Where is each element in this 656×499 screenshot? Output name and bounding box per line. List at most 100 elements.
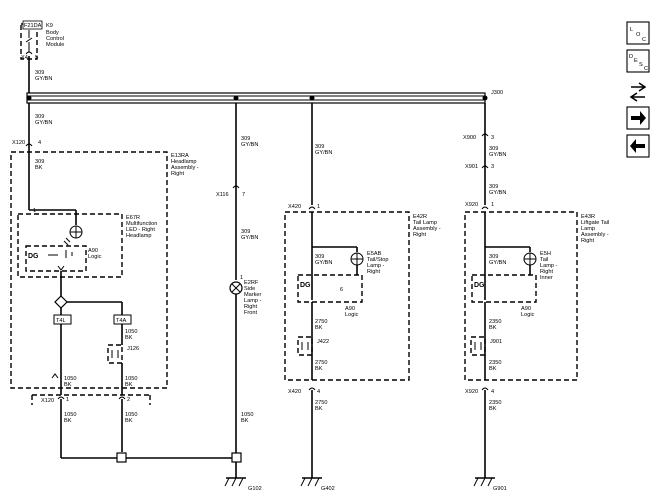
logic-glyph: DG xyxy=(300,282,311,289)
module-ref: K9 xyxy=(46,23,53,29)
wire-label: 309 xyxy=(315,144,324,150)
logic-label: Logic xyxy=(345,312,359,318)
lamp-ref: E2RF xyxy=(244,280,259,286)
assembly-name: Right xyxy=(581,238,595,244)
pin-label: 3 xyxy=(491,135,494,141)
lamp-name: Right xyxy=(540,269,554,275)
desc-letter: D xyxy=(629,54,633,60)
connector-label: X120 xyxy=(12,140,25,146)
terminal-label: T4L xyxy=(56,318,66,324)
module-connector: X4 xyxy=(21,55,28,61)
wire-label: 2750 xyxy=(315,319,327,325)
led-ref: E67R xyxy=(126,215,140,221)
wire-label: 2350 xyxy=(489,319,501,325)
desc-letter: E xyxy=(634,58,638,64)
lamp-name: Tail xyxy=(540,257,548,263)
wire-color: BK xyxy=(315,406,323,412)
assembly-name: Lamp xyxy=(581,226,595,232)
desc-letter: C xyxy=(644,66,648,72)
wire-color: GY/BN xyxy=(241,235,258,241)
lamp-ref: E5AB xyxy=(367,251,382,257)
loc-letter: O xyxy=(636,32,641,38)
lamp-name: Inner xyxy=(540,275,553,281)
pin-label: 2 xyxy=(127,397,130,403)
logic-label: Logic xyxy=(521,312,535,318)
connector-label: X120 xyxy=(41,398,54,404)
assembly-name: Headlamp xyxy=(171,159,197,165)
terminal-label: T4A xyxy=(116,318,127,324)
arrow-right-icon[interactable] xyxy=(626,106,650,130)
jumper-label: J422 xyxy=(317,339,329,345)
tail-lamp-assembly: E42R Tail Lamp Assembly - Right 309 GY/B… xyxy=(284,211,441,381)
module-pin: 5 xyxy=(35,55,38,61)
wire-color: BK xyxy=(241,418,249,424)
wire-color: GY/BN xyxy=(489,152,506,158)
connector-label: X900 xyxy=(463,135,476,141)
wire-label: 2350 xyxy=(489,360,501,366)
desc-letter: S xyxy=(639,62,643,68)
fuse-label: F21DA xyxy=(24,23,42,29)
wire-color: BK xyxy=(489,366,497,372)
wire-color: GY/BN xyxy=(315,260,332,266)
bus-label: J300 xyxy=(491,90,503,96)
assembly-name: Assembly - xyxy=(581,232,609,238)
wire-color: GY/BN xyxy=(35,76,52,82)
lamp-name: Side xyxy=(244,286,255,292)
wire-color: BK xyxy=(64,382,72,388)
assembly-name: Tail Lamp xyxy=(413,220,437,226)
assembly-ref: E43R xyxy=(581,214,595,220)
wire-label: 309 xyxy=(315,254,324,260)
wire-label: 2750 xyxy=(315,360,327,366)
connector-icon[interactable] xyxy=(627,80,649,102)
wire-label: 309 xyxy=(35,159,44,165)
pin-label: 4 xyxy=(317,389,320,395)
lamp-name: Right xyxy=(367,269,381,275)
wire-color: BK xyxy=(125,418,133,424)
description-button[interactable]: D E S C xyxy=(626,49,650,73)
assembly-name: Assembly - xyxy=(171,165,199,171)
connector-label: X420 xyxy=(288,389,301,395)
ground-label: G901 xyxy=(493,486,507,492)
led-name: Headlamp xyxy=(126,233,152,239)
wire-label: 309 xyxy=(35,114,44,120)
wire-color: BK xyxy=(489,406,497,412)
module-name-2: Control xyxy=(46,36,64,42)
side-marker-lamp: E2RF Side Marker Lamp - Right Front xyxy=(229,280,262,316)
logic-ref: A90 xyxy=(521,306,531,312)
pin-label: 3 xyxy=(491,164,494,170)
wire-color: BK xyxy=(35,165,43,171)
ground-symbol xyxy=(224,477,246,487)
wire-color: GY/BN xyxy=(35,120,52,126)
assembly-name: Right xyxy=(171,171,185,177)
pin-label: 6 xyxy=(340,287,343,293)
wire-label: 309 xyxy=(489,254,498,260)
module-name-3: Module xyxy=(46,42,64,48)
ground-label: G102 xyxy=(248,486,262,492)
connector-label: X920 xyxy=(465,389,478,395)
wire-color: BK xyxy=(64,418,72,424)
headlamp-assembly: E13RA Headlamp Assembly - Right E67R Mul… xyxy=(10,151,199,395)
wire-color: GY/BN xyxy=(315,150,332,156)
pin-label: 1 xyxy=(33,208,36,214)
wire-color: BK xyxy=(489,325,497,331)
logic-glyph: DG xyxy=(28,253,39,260)
pin-label: 4 xyxy=(491,389,494,395)
wire-label: 2350 xyxy=(489,400,501,406)
ground-symbol xyxy=(300,477,322,487)
lamp-name: Lamp - xyxy=(244,298,262,304)
arrow-left-icon[interactable] xyxy=(626,134,650,158)
lamp-name: Right xyxy=(244,304,258,310)
body-control-module: F21DA K9 Body Control Module X4 5 xyxy=(20,20,64,61)
pin-label: 1 xyxy=(240,275,243,281)
led-name: Multifunction xyxy=(126,221,157,227)
lamp-name: Front xyxy=(244,310,258,316)
assembly-name: Liftgate Tail xyxy=(581,220,609,226)
assembly-ref: E42R xyxy=(413,214,427,220)
pin-label: 4 xyxy=(38,140,41,146)
location-button[interactable]: L O C xyxy=(626,21,650,45)
ground-symbol xyxy=(473,477,495,487)
assembly-ref: E13RA xyxy=(171,153,189,159)
wire-label: 309 xyxy=(489,146,498,152)
connector-label: X116 xyxy=(216,192,229,198)
